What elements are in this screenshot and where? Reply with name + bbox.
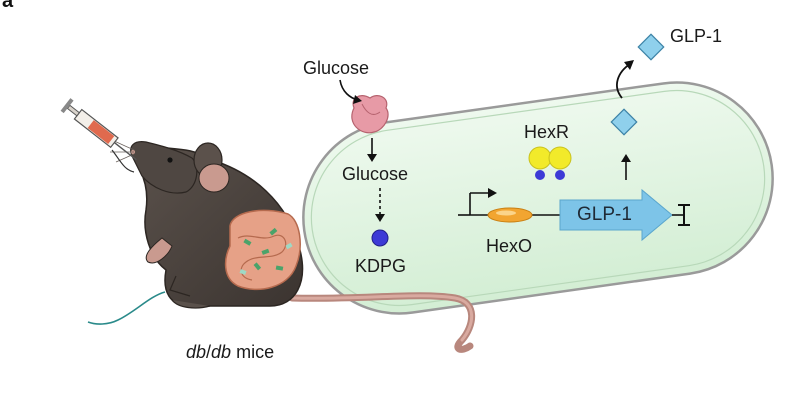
panel-letter: a: [2, 0, 14, 12]
promoter-arrow-icon: [458, 188, 497, 216]
terminator-icon: [672, 204, 690, 226]
glp1-secreted-label: GLP-1: [670, 26, 723, 46]
mouse-wire: [87, 291, 166, 325]
mice-caption: db/db mice: [186, 342, 274, 363]
mice-strain-slash: /: [206, 342, 212, 362]
glp1-secreted-diamond-icon: [637, 33, 665, 61]
kdpg-molecule: [371, 229, 389, 247]
glucose-outside-label: Glucose: [303, 58, 370, 78]
hexo-label: HexO: [486, 236, 533, 256]
mice-strain-part-1: db: [186, 342, 207, 362]
mice-strain-part-2: db: [211, 342, 232, 362]
bacterial-cell: [302, 81, 774, 315]
glp1-gene-arrow: [559, 188, 673, 242]
kdpg-label: KDPG: [355, 256, 407, 276]
glp1-gene-label: GLP-1: [577, 204, 632, 225]
hexr-complex: [528, 146, 572, 180]
syringe-icon: [60, 98, 137, 161]
mouse-illustration: [110, 139, 304, 309]
glucose-inside-label: Glucose: [342, 164, 409, 184]
gut-illustration: [224, 209, 301, 291]
glp1-diamond-icon: [610, 108, 638, 136]
hexr-label: HexR: [524, 122, 570, 142]
mice-suffix: mice: [231, 342, 275, 362]
transporter-icon: [351, 95, 389, 134]
syringe-connector: [111, 149, 135, 173]
